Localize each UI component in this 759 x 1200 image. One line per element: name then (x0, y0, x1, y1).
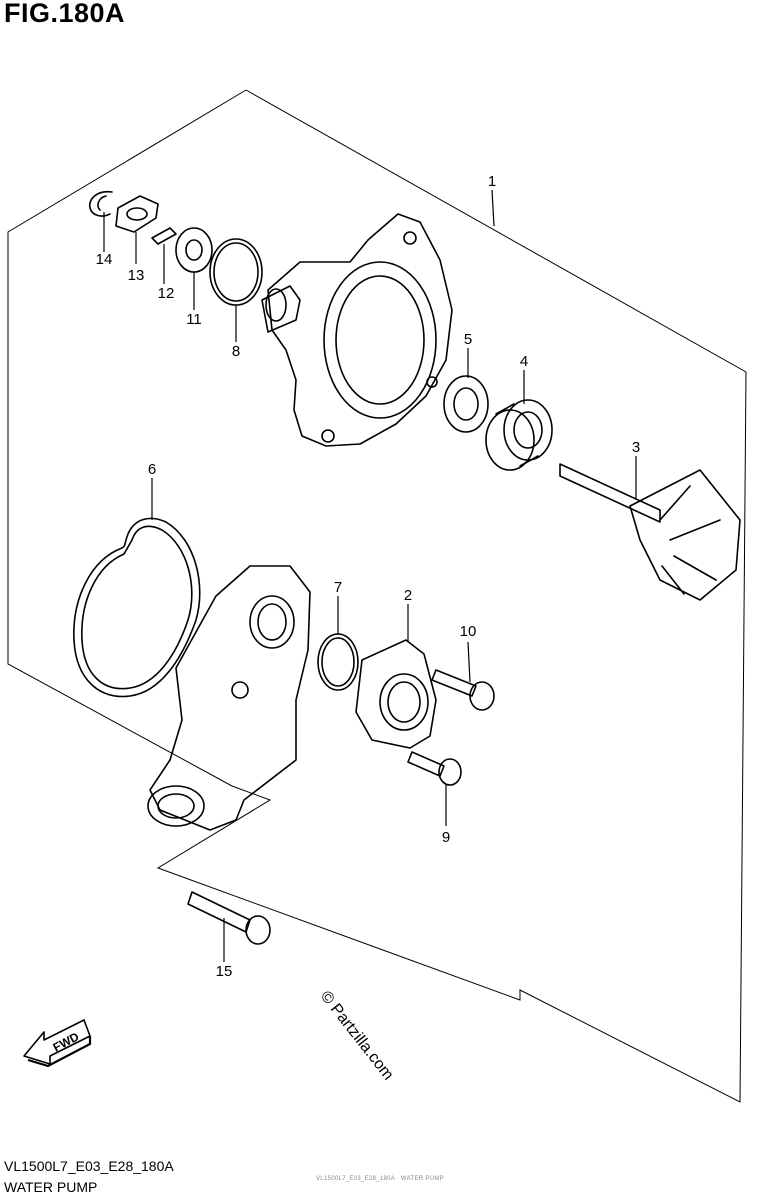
assembly-outline (7, 89, 747, 1103)
callout-2: 2 (404, 587, 412, 604)
callout-8: 8 (232, 343, 240, 360)
callout-5: 5 (464, 331, 472, 348)
fwd-arrow-icon: FWD (23, 1019, 92, 1068)
callout-12: 12 (158, 285, 175, 302)
callout-13: 13 (128, 267, 145, 284)
bolt-15-part (187, 891, 271, 945)
circlip-part (88, 190, 113, 217)
callout-14: 14 (96, 251, 113, 268)
callout-10: 10 (460, 623, 477, 640)
mechanical-seal-part (485, 399, 553, 471)
fitting-part (355, 639, 437, 749)
o-ring-8-part (209, 238, 263, 306)
screw-9-part (407, 751, 462, 786)
pump-body-part (261, 213, 453, 447)
figure-code: VL1500L7_E03_E28_180A (4, 1158, 174, 1174)
gasket-part (73, 517, 201, 698)
callout-4: 4 (520, 353, 528, 370)
figure-name: WATER PUMP (4, 1179, 98, 1195)
figure-title: FIG.180A (4, 0, 126, 28)
callout-15: 15 (216, 963, 233, 980)
coupling-part (115, 195, 159, 233)
callout-1: 1 (488, 173, 496, 190)
pin-part (151, 227, 177, 245)
callout-6: 6 (148, 461, 156, 478)
impeller-shaft-part (559, 463, 741, 601)
callout-11: 11 (186, 311, 202, 328)
screw-10-part (431, 669, 495, 711)
callout-9: 9 (442, 829, 450, 846)
leader-lines (103, 189, 637, 962)
pump-cover-part (147, 565, 311, 831)
o-ring-7-part (317, 633, 359, 691)
oil-seal-part (443, 375, 489, 433)
tiny-figure-code: VL1500L7_E03_E28_180A · WATER PUMP (316, 1176, 444, 1182)
callout-3: 3 (632, 439, 640, 456)
callout-7: 7 (334, 579, 342, 596)
watermark: © Partzilla.com (317, 988, 397, 1083)
washer-part (175, 227, 213, 273)
